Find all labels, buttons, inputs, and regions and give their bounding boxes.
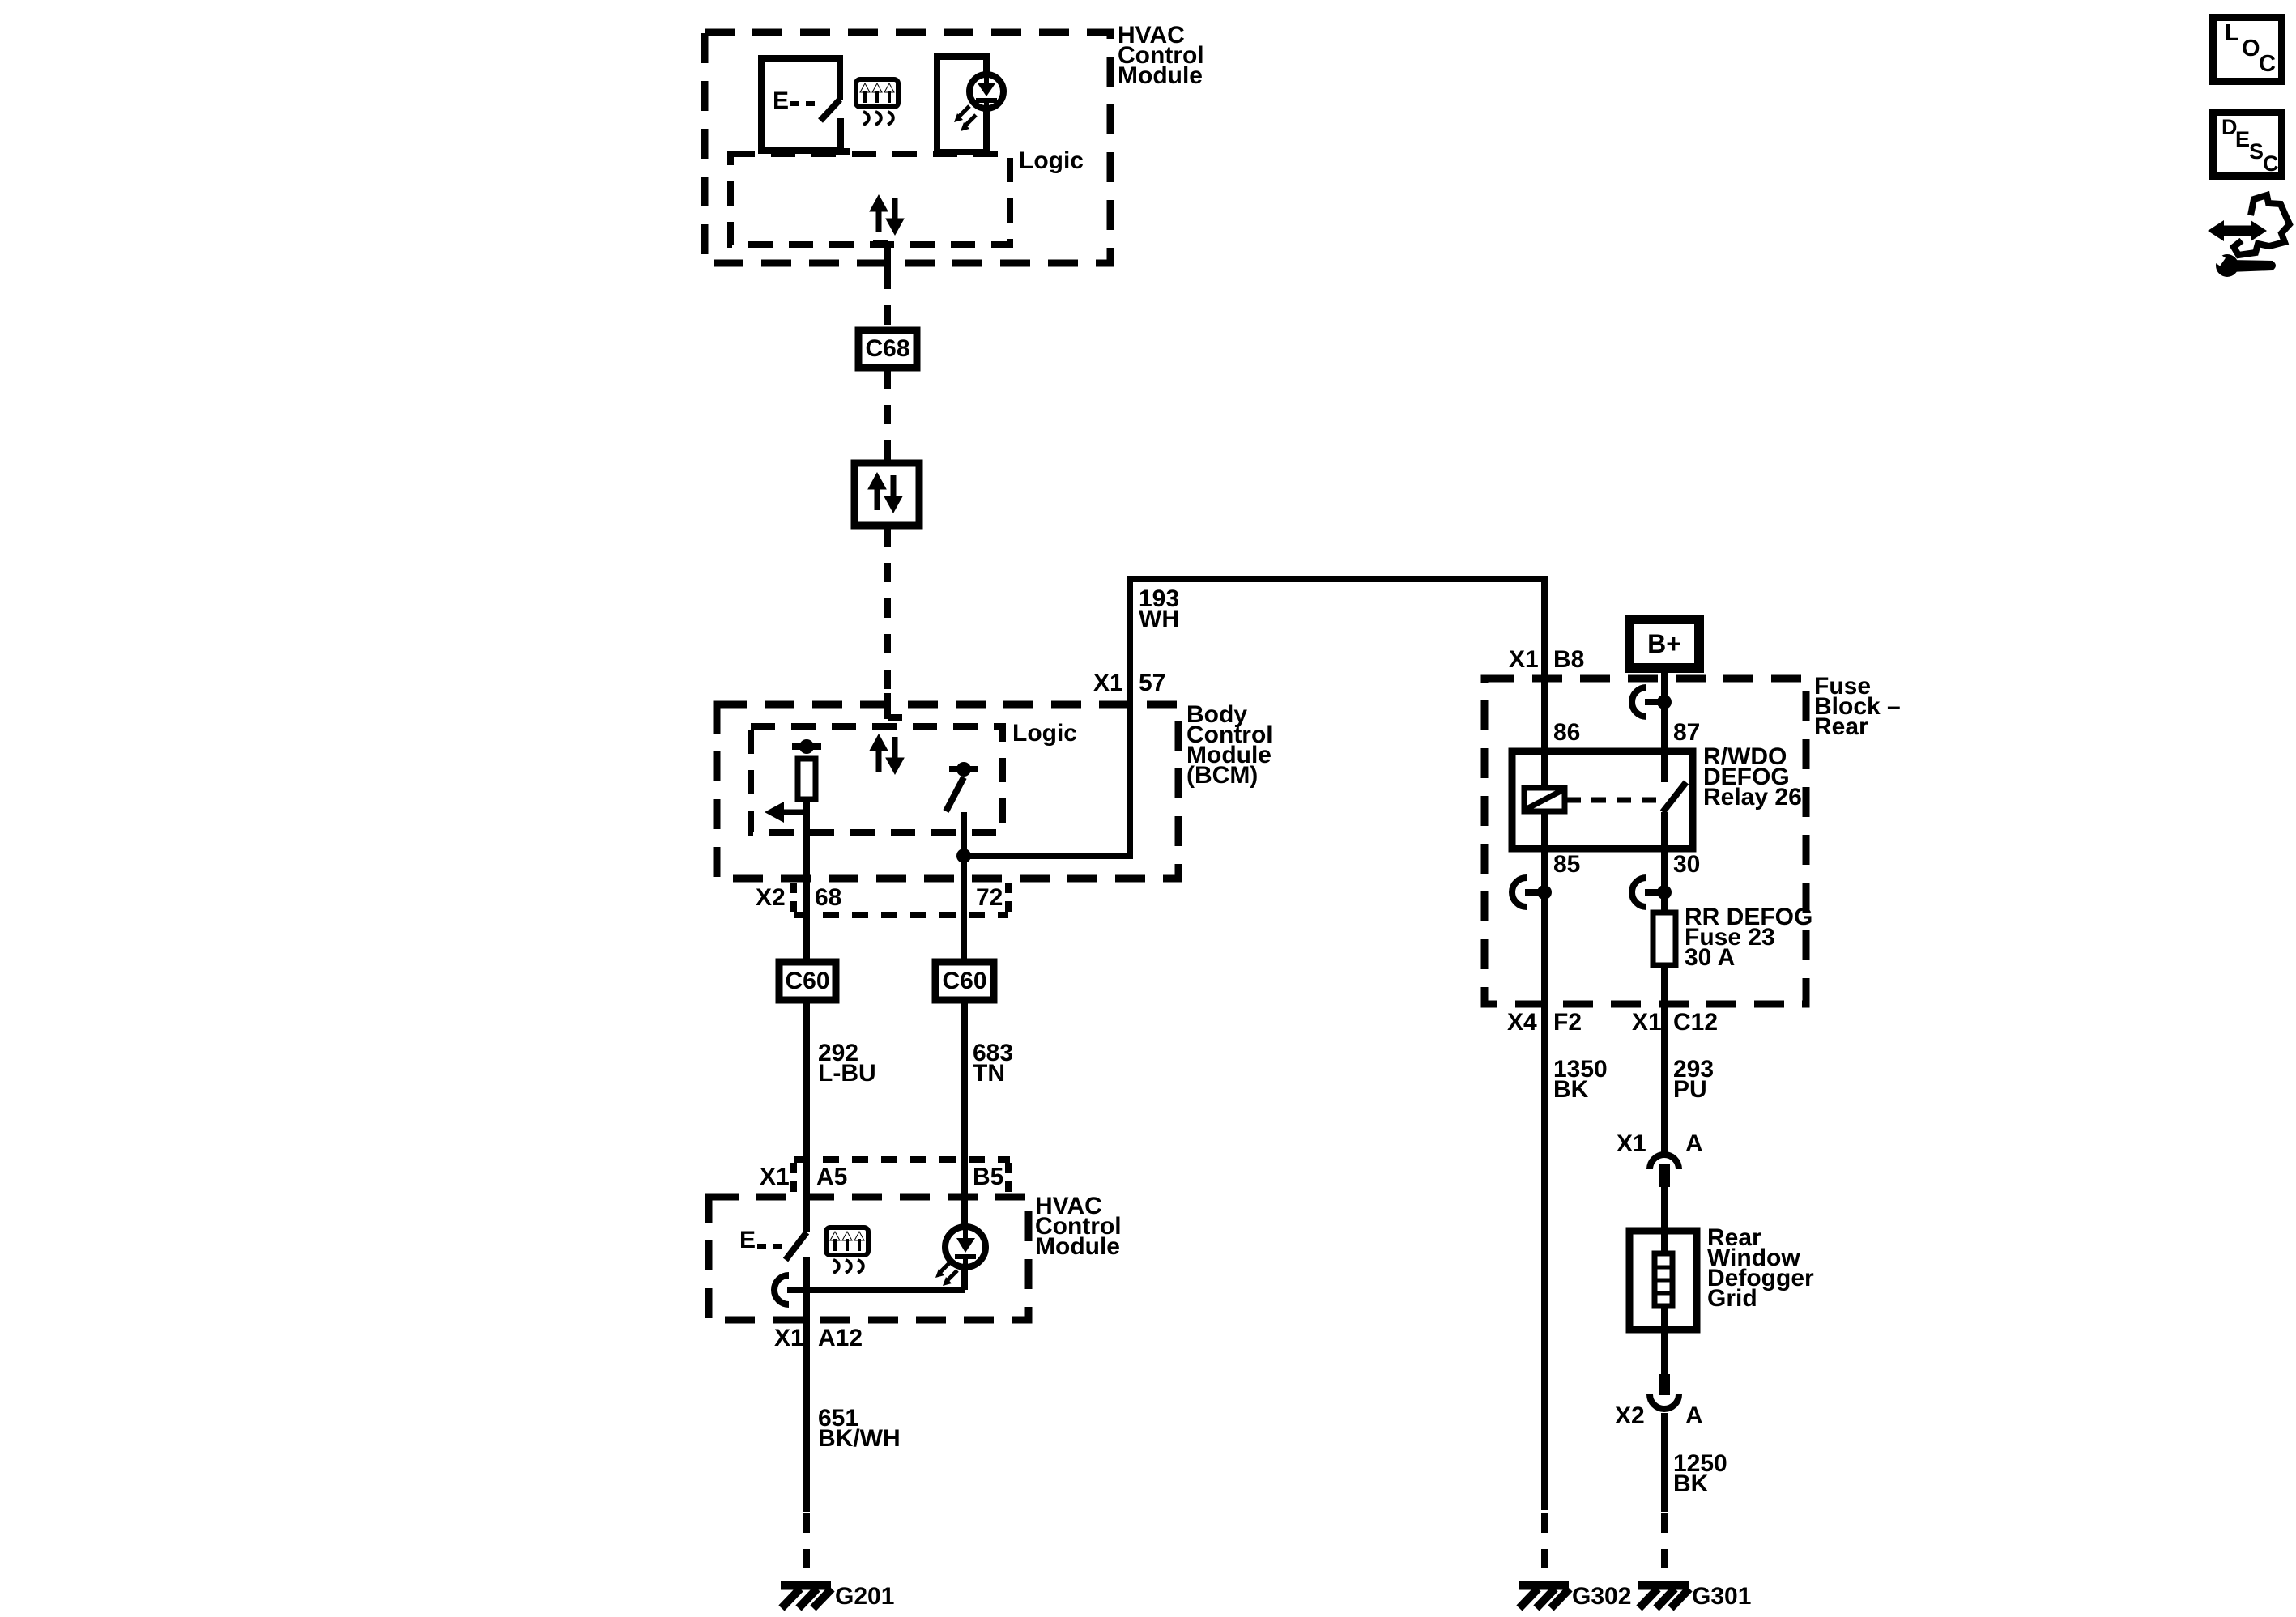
bcm-connector-x2-strip [790, 883, 1012, 918]
battery-feed-symbol [1625, 615, 1704, 782]
ground-lead-g302 [1519, 1513, 1570, 1608]
pin-label-x1-conn-b8: X1 [1509, 646, 1539, 673]
hvac-bottom-module-outline [705, 1193, 1033, 1324]
serial-data-link-symbol [850, 459, 923, 530]
fuse-block-clip-connectors [1512, 878, 1672, 907]
pin-label-b8: B8 [1553, 646, 1585, 673]
rr-defog-fuse-symbol [1650, 909, 1679, 1155]
hvac-bottom-connector-strip [790, 1156, 1012, 1194]
relay-pin-label-86: 86 [1553, 719, 1581, 746]
navigation-arrows-wrench-icon[interactable] [2208, 190, 2294, 277]
connector-c68-symbol [854, 326, 921, 372]
connector-label-c60-right: C60 [942, 967, 987, 994]
inline-connector-x2-a [1646, 1374, 1682, 1512]
bcm-outline [713, 700, 1182, 883]
pin-label-c12: C12 [1673, 1009, 1719, 1036]
relay-pin-label-30: 30 [1673, 851, 1701, 878]
pin-label-f2: F2 [1553, 1009, 1582, 1036]
fuse-block-title: Fuse Block – Rear [1814, 673, 1901, 740]
wire-label-651-bkwh: 651 BK/WH [818, 1405, 901, 1452]
pin-label-57: 57 [1139, 670, 1166, 696]
indicator-led-symbol-bottom [935, 1223, 989, 1286]
hvac-top-switch-e-label: E [773, 87, 790, 114]
wire-label-1350-bk: 1350 BK [1553, 1056, 1608, 1103]
hvac-bottom-module-title: HVAC Control Module [1035, 1193, 1122, 1260]
defrost-heater-icon-bottom [826, 1228, 868, 1273]
relay-title: R/WDO DEFOG Relay 26 [1703, 743, 1802, 811]
battery-feed-label: B+ [1647, 628, 1681, 658]
defog-switch-symbol-top [758, 55, 850, 155]
pin-label-x2-conn: X2 [756, 884, 786, 911]
fuse-title: RR DEFOG Fuse 23 30 A [1685, 904, 1813, 971]
defrost-heater-icon-top [856, 79, 898, 125]
ground-lead-g201 [781, 1513, 832, 1608]
hvac-top-module-title: HVAC Control Module [1118, 22, 1204, 89]
connector-label-x2-bottom: X2 [1615, 1402, 1645, 1429]
pin-label-a12: A12 [818, 1325, 863, 1351]
hvac-bottom-switch-e-label: E [739, 1227, 756, 1253]
wire-label-292-lbu: 292 L-BU [818, 1040, 876, 1087]
bcm-switch-symbol [943, 762, 978, 962]
wire-label-193-wh: 193 WH [1139, 585, 1180, 632]
pin-label-x1-conn-c12: X1 [1632, 1009, 1662, 1036]
ground-label-g201: G201 [835, 1583, 895, 1610]
bcm-resistor-driver-symbol [765, 739, 821, 962]
hvac-top-module-outline [701, 28, 1114, 267]
description-icon[interactable]: D E S C [2209, 109, 2285, 180]
pin-label-68: 68 [815, 884, 842, 911]
connector-label-c60-left: C60 [785, 967, 830, 994]
connector-c60-left-symbol [775, 958, 840, 1232]
serial-data-arrows-top [870, 195, 904, 235]
location-icon[interactable]: L O C [2209, 14, 2285, 85]
wire-label-293-pu: 293 PU [1673, 1056, 1715, 1103]
defog-switch-symbol-bottom [757, 1230, 965, 1512]
pin-label-x1-conn-a5: X1 [760, 1164, 790, 1190]
ground-lead-g301 [1638, 1513, 1689, 1608]
serial-data-arrows-bcm [870, 734, 904, 774]
defogger-grid-title: Rear Window Defogger Grid [1707, 1224, 1814, 1312]
defogger-grid-symbol [1625, 1227, 1701, 1374]
wire-label-683-tn: 683 TN [973, 1040, 1014, 1087]
connector-label-c68: C68 [865, 335, 910, 362]
connector-label-a-bottom: A [1685, 1402, 1703, 1429]
connector-label-x1-top: X1 [1617, 1130, 1646, 1157]
ground-label-g301: G301 [1692, 1583, 1752, 1610]
pin-label-x1-conn-a12: X1 [774, 1325, 804, 1351]
bcm-logic-label: Logic [1012, 720, 1077, 747]
hvac-top-logic-label: Logic [1019, 147, 1084, 174]
pin-label-72: 72 [976, 884, 1003, 911]
pin-label-b5: B5 [973, 1164, 1004, 1190]
inline-connector-x1-a [1646, 1151, 1682, 1231]
relay-pin-label-85: 85 [1553, 851, 1581, 878]
bcm-title: Body Control Module (BCM) [1186, 701, 1273, 789]
fuse-block-outline [1480, 674, 1810, 1008]
indicator-led-symbol-top [934, 53, 1007, 155]
relay-pin-label-87: 87 [1673, 719, 1701, 746]
pin-label-x1-conn-57: X1 [1093, 670, 1123, 696]
pin-label-x4-conn: X4 [1507, 1009, 1537, 1036]
pin-label-a5: A5 [816, 1164, 848, 1190]
ground-label-g302: G302 [1572, 1583, 1632, 1610]
wire-label-1250-bk: 1250 BK [1673, 1450, 1727, 1497]
connector-label-a-top: A [1685, 1130, 1703, 1157]
